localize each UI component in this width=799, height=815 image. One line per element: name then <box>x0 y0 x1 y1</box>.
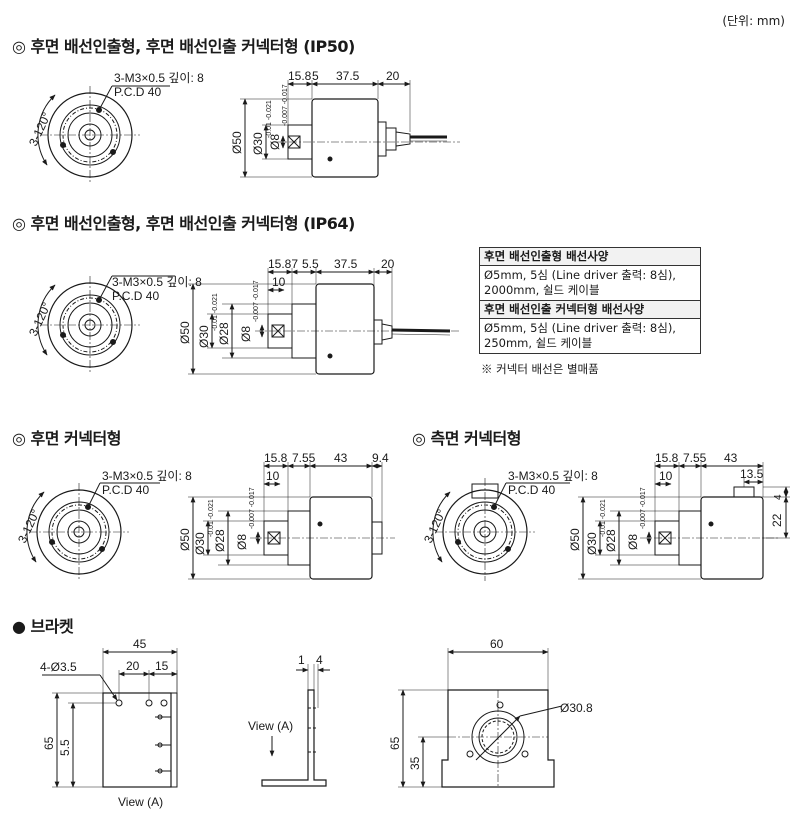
s1-dim-37.5: 37.5 <box>336 69 360 83</box>
s4-dim-4: 4 <box>773 494 784 500</box>
section-title-ip64: ◎ 후면 배선인출형, 후면 배선인출 커넥터형 (IP64) <box>12 214 355 233</box>
bracket-view-a <box>42 648 178 788</box>
s2-dim-20: 20 <box>381 257 395 271</box>
s2-dim-d50: Ø50 <box>178 321 192 344</box>
s4-dim-43: 43 <box>724 451 738 465</box>
side-view-ip64 <box>188 268 460 375</box>
spec-body-2: Ø5mm, 5심 (Line driver 출력: 8심), 250mm, 쉴드… <box>484 321 676 350</box>
s4-dim-13.5: 13.5 <box>740 467 764 481</box>
s4-dim-d30: Ø30 <box>585 532 599 555</box>
bracket-side-view <box>261 664 330 787</box>
s3-dim-d30-tol: -0.01 -0.021 <box>208 499 215 537</box>
s2-m3-label: 3-M3×0.5 깊이: 8 <box>112 275 202 289</box>
section-title-side-connector: ◎ 측면 커넥터형 <box>412 429 521 448</box>
bracket-dim-45: 45 <box>133 637 147 651</box>
s4-dim-d50: Ø50 <box>568 528 582 551</box>
s3-dim-43: 43 <box>334 451 348 465</box>
s4-dim-15.8: 15.8 <box>655 451 679 465</box>
s3-dim-d8: Ø8 <box>235 534 249 550</box>
s1-pcd-label: P.C.D 40 <box>114 85 161 99</box>
front-view-rear-connector <box>26 482 160 581</box>
s4-dim-d8-tol: -0.007 -0.017 <box>640 487 647 529</box>
section-title-bracket: ● 브라켓 <box>12 617 74 636</box>
bracket-front-view <box>398 648 563 788</box>
bracket-dim-d30.8: Ø30.8 <box>560 701 593 715</box>
s2-dim-5.5: 5.5 <box>302 257 319 271</box>
bracket-dim-15: 15 <box>155 659 169 673</box>
s2-dim-d30-tol: -0.01 -0.021 <box>212 293 219 331</box>
s3-dim-7.55: 7.55 <box>292 451 316 465</box>
section-title-ip50: ◎ 후면 배선인출형, 후면 배선인출 커넥터형 (IP50) <box>12 37 355 56</box>
wiring-spec-table: 후면 배선인출형 배선사양 Ø5mm, 5심 (Line driver 출력: … <box>479 247 701 354</box>
s3-angle-label: 3-120° <box>15 507 43 545</box>
side-view-rear-connector <box>188 462 395 580</box>
spec-body-1: Ø5mm, 5심 (Line driver 출력: 8심), 2000mm, 쉴… <box>480 266 700 301</box>
s2-pcd-label: P.C.D 40 <box>112 289 159 303</box>
s3-dim-d28: Ø28 <box>213 529 227 552</box>
s3-dim-15.8: 15.8 <box>264 451 288 465</box>
s1-dim-d30-tol: -0.01 -0.021 <box>266 100 273 138</box>
s4-dim-d8: Ø8 <box>626 534 640 550</box>
s2-dim-37.5: 37.5 <box>334 257 358 271</box>
bracket-dim-55: 5.5 <box>58 739 72 756</box>
s4-pcd-label: P.C.D 40 <box>508 483 555 497</box>
s4-dim-7.55: 7.55 <box>683 451 707 465</box>
s2-dim-15.87: 15.87 <box>268 257 298 271</box>
connector-note: ※ 커넥터 배선은 별매품 <box>481 362 599 376</box>
s3-dim-d50: Ø50 <box>178 528 192 551</box>
s2-angle-label: 3-120° <box>26 300 54 338</box>
s2-dim-d30: Ø30 <box>197 325 211 348</box>
s1-dim-d30: Ø30 <box>251 132 265 155</box>
spec-header-1: 후면 배선인출형 배선사양 <box>480 248 700 266</box>
spec-header-2: 후면 배선인출 커넥터형 배선사양 <box>480 301 700 319</box>
s3-dim-d8-tol: -0.007 -0.017 <box>249 487 256 529</box>
bracket-dim-60: 60 <box>490 637 504 651</box>
side-view-side-connector <box>578 462 790 580</box>
s1-angle-label: 3-120° <box>26 110 54 148</box>
s1-dim-20: 20 <box>386 69 400 83</box>
s3-pcd-label: P.C.D 40 <box>102 483 149 497</box>
s2-dim-d8-tol: -0.007 -0.017 <box>253 280 260 322</box>
bracket-dim-65: 65 <box>42 736 56 750</box>
side-view-ip50 <box>240 80 460 178</box>
bracket-front-dim-65: 65 <box>388 736 402 750</box>
s3-m3-label: 3-M3×0.5 깊이: 8 <box>102 469 192 483</box>
s3-dim-9.4: 9.4 <box>372 451 389 465</box>
s4-angle-label: 3-120° <box>421 507 449 545</box>
s1-dim-15.8: 15.8 <box>288 69 312 83</box>
s4-dim-d30-tol: -0.01 -0.021 <box>600 499 607 537</box>
s1-dim-5: 5 <box>312 69 319 83</box>
s3-dim-d30: Ø30 <box>193 532 207 555</box>
section-title-rear-connector: ◎ 후면 커넥터형 <box>12 429 121 448</box>
s1-dim-d8: Ø8 <box>268 134 282 150</box>
front-view-side-connector <box>432 478 570 581</box>
s2-dim-10: 10 <box>272 275 286 289</box>
s4-dim-10: 10 <box>659 469 673 483</box>
s3-dim-10: 10 <box>266 469 280 483</box>
s2-dim-d28: Ø28 <box>217 322 231 345</box>
bracket-dim-35: 35 <box>408 756 422 770</box>
s4-m3-label: 3-M3×0.5 깊이: 8 <box>508 469 598 483</box>
bracket-dim-4: 4 <box>316 653 323 667</box>
unit-label: (단위: mm) <box>722 14 785 28</box>
bracket-view-a-arrow-label: View (A) <box>248 719 293 733</box>
s4-dim-d28: Ø28 <box>604 529 618 552</box>
bracket-dim-1: 1 <box>298 653 305 667</box>
front-view-ip50 <box>37 85 170 184</box>
s4-dim-22: 22 <box>770 513 784 527</box>
s1-m3-label: 3-M3×0.5 깊이: 8 <box>114 71 204 85</box>
s1-dim-d8-tol: -0.007 -0.017 <box>282 84 289 126</box>
bracket-dim-4-d3.5: 4-Ø3.5 <box>40 660 77 674</box>
front-view-ip64 <box>37 275 175 374</box>
s2-dim-d8: Ø8 <box>239 326 253 342</box>
bracket-dim-20: 20 <box>126 659 140 673</box>
s1-dim-d50: Ø50 <box>230 131 244 154</box>
bracket-view-a-label: View (A) <box>118 795 163 809</box>
